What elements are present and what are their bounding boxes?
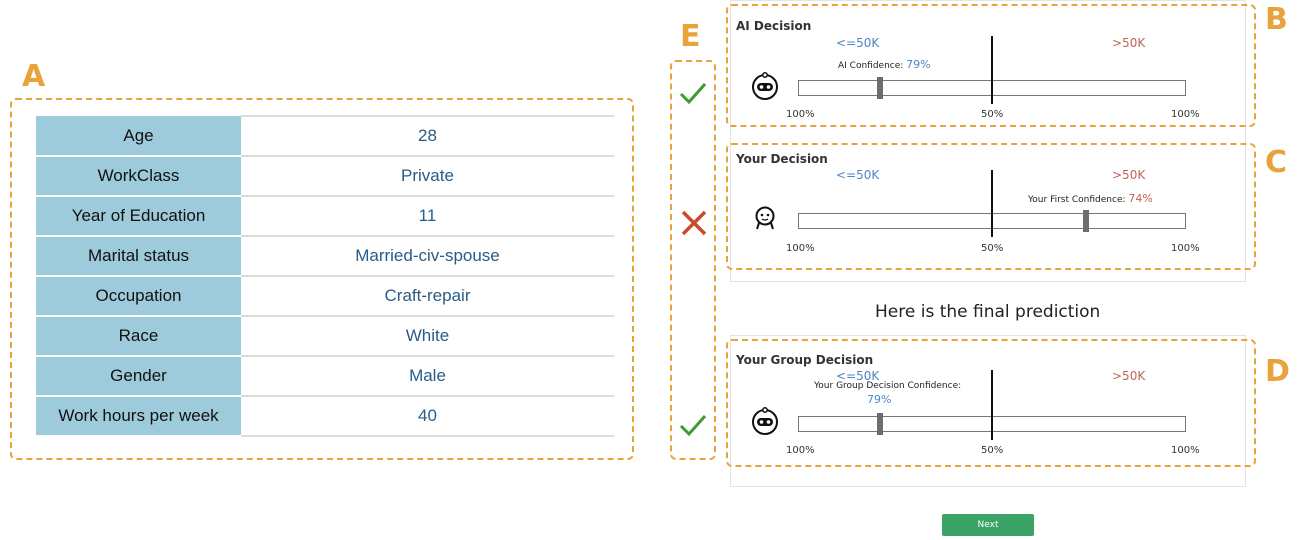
- your-wrong-cross-icon: [681, 210, 707, 236]
- row-key: WorkClass: [36, 156, 241, 197]
- label-e: E: [680, 19, 701, 54]
- decision-card: [730, 0, 1246, 282]
- group-confidence-label: Your Group Decision Confidence:: [814, 381, 962, 391]
- group-tick-left: 100%: [786, 445, 815, 456]
- row-key: Year of Education: [36, 196, 241, 237]
- group-confidence-text: 79%: [867, 393, 891, 406]
- label-b: B: [1265, 2, 1288, 37]
- group-decision-title: Your Group Decision: [736, 353, 874, 367]
- your-high-label: >50K: [1112, 168, 1146, 182]
- ai-confidence-thumb: [877, 77, 883, 99]
- ai-tick-left: 100%: [786, 109, 815, 120]
- user-face-icon: [755, 206, 775, 230]
- row-key: Age: [36, 116, 241, 157]
- label-c: C: [1265, 145, 1288, 180]
- row-key: Occupation: [36, 276, 241, 317]
- your-confidence-label: Your First Confidence:: [1028, 195, 1129, 205]
- your-decision-outline: [726, 143, 1256, 270]
- your-confidence-thumb[interactable]: [1083, 210, 1089, 232]
- row-key: Marital status: [36, 236, 241, 277]
- group-confidence-thumb: [877, 413, 883, 435]
- row-value: White: [241, 316, 614, 357]
- ai-midline: [991, 36, 993, 104]
- your-midline: [991, 170, 993, 237]
- row-value: 28: [241, 115, 614, 157]
- your-decision-title: Your Decision: [736, 152, 828, 166]
- group-tick-mid: 50%: [981, 445, 1004, 456]
- group-low-label: <=50K: [836, 369, 880, 383]
- next-button[interactable]: Next: [942, 514, 1034, 536]
- group-robot-icon: [752, 407, 778, 435]
- group-confidence-value: 79%: [867, 393, 892, 406]
- group-midline: [991, 370, 993, 440]
- ai-confidence-value: 79%: [906, 58, 931, 71]
- group-decision-outline: [726, 339, 1256, 467]
- label-a: A: [22, 59, 46, 94]
- ai-decision-outline: [726, 4, 1256, 127]
- ai-confidence-label: AI Confidence:: [838, 61, 907, 71]
- your-tick-right: 100%: [1171, 243, 1200, 254]
- row-key: Gender: [36, 356, 241, 397]
- ai-high-label: >50K: [1112, 36, 1146, 50]
- correctness-panel-outline: [670, 60, 716, 460]
- ai-correct-check-icon: [679, 83, 707, 105]
- ai-confidence-text: AI Confidence: 79%: [838, 58, 931, 71]
- label-d: D: [1265, 354, 1290, 389]
- group-tick-right: 100%: [1171, 445, 1200, 456]
- your-tick-left: 100%: [786, 243, 815, 254]
- row-value: Male: [241, 356, 614, 397]
- row-value: Married-civ-spouse: [241, 236, 614, 277]
- ai-decision-title: AI Decision: [736, 19, 812, 33]
- ai-tick-mid: 50%: [981, 109, 1004, 120]
- your-confidence-value: 74%: [1128, 192, 1153, 205]
- row-value: 40: [241, 396, 614, 437]
- row-value: Craft-repair: [241, 276, 614, 317]
- group-high-label: >50K: [1112, 369, 1146, 383]
- your-low-label: <=50K: [836, 168, 880, 182]
- robot-icon: [752, 72, 778, 100]
- final-prediction-heading: Here is the final prediction: [875, 302, 1101, 322]
- row-key: Work hours per week: [36, 396, 241, 437]
- group-correct-check-icon: [679, 415, 707, 437]
- row-value: Private: [241, 156, 614, 197]
- ai-tick-right: 100%: [1171, 109, 1200, 120]
- row-key: Race: [36, 316, 241, 357]
- your-confidence-text: Your First Confidence: 74%: [1028, 192, 1153, 205]
- ai-low-label: <=50K: [836, 36, 880, 50]
- row-value: 11: [241, 196, 614, 237]
- profile-panel-outline: [10, 98, 634, 460]
- your-tick-mid: 50%: [981, 243, 1004, 254]
- group-decision-card: [730, 335, 1246, 487]
